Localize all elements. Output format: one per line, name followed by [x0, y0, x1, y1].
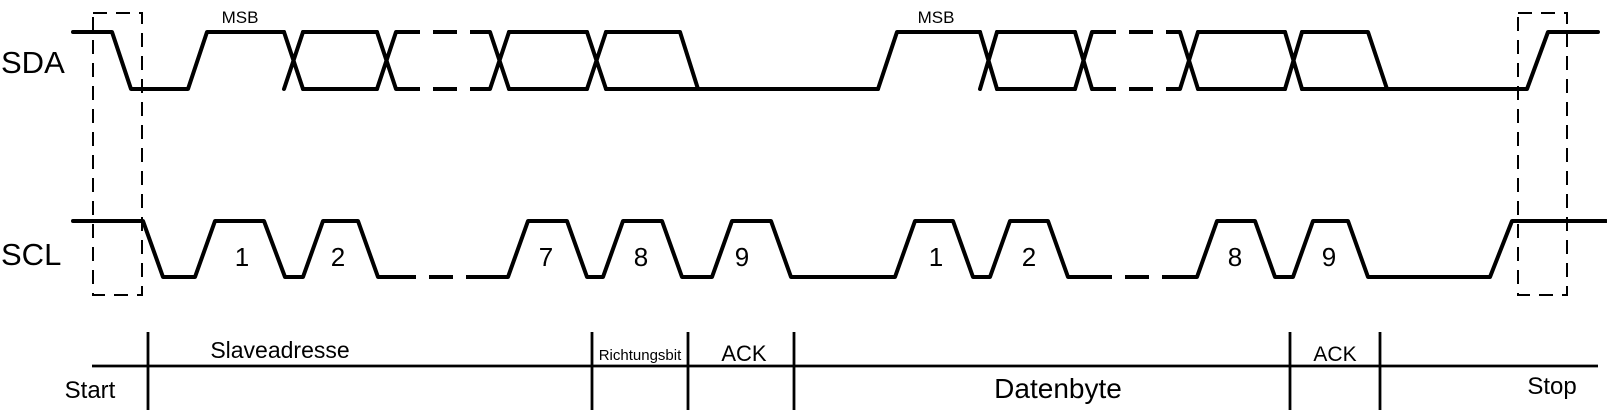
clock-number: 2	[331, 242, 345, 272]
sda-waveform	[604, 30, 700, 91]
sda-signal-label: SDA	[1, 45, 65, 80]
clock-number: 1	[235, 242, 249, 272]
sda-waveform	[1283, 30, 1304, 91]
section-label-ack-1: ACK	[721, 341, 767, 366]
section-label-start: Start	[65, 377, 116, 404]
sda-waveform	[375, 30, 398, 91]
sda-waveform	[488, 30, 511, 91]
clock-number: 8	[1228, 242, 1242, 272]
sda-waveform	[1300, 30, 1389, 91]
sda-waveform	[978, 30, 999, 91]
clock-number: 9	[735, 242, 749, 272]
clock-number: 8	[634, 242, 648, 272]
sda-waveform	[876, 30, 982, 91]
section-label-slaveadresse: Slaveadresse	[210, 337, 349, 363]
scl-waveform	[480, 219, 1090, 279]
sda-waveform	[1073, 30, 1094, 91]
clock-number: 7	[539, 242, 553, 272]
scl-waveform	[71, 219, 394, 279]
section-label-datenbyte: Datenbyte	[994, 373, 1122, 404]
scl-signal-label: SCL	[1, 237, 62, 272]
sda-waveform	[1178, 30, 1200, 91]
scl-waveform	[1175, 219, 1607, 279]
sda-waveform	[282, 30, 305, 91]
sda-waveform	[1300, 30, 1600, 91]
msb-label: MSB	[918, 8, 955, 27]
start-condition-box	[92, 12, 143, 296]
stop-condition-box	[1517, 12, 1568, 296]
clock-number: 1	[929, 242, 943, 272]
msb-label: MSB	[222, 8, 259, 27]
section-label-ack-2: ACK	[1313, 343, 1356, 366]
sda-waveform	[71, 30, 286, 91]
section-label-stop: Stop	[1527, 373, 1576, 400]
sda-waveform	[585, 30, 608, 91]
clock-number: 9	[1322, 242, 1336, 272]
clock-number: 2	[1022, 242, 1036, 272]
section-label-richtungsbit: Richtungsbit	[599, 347, 682, 364]
